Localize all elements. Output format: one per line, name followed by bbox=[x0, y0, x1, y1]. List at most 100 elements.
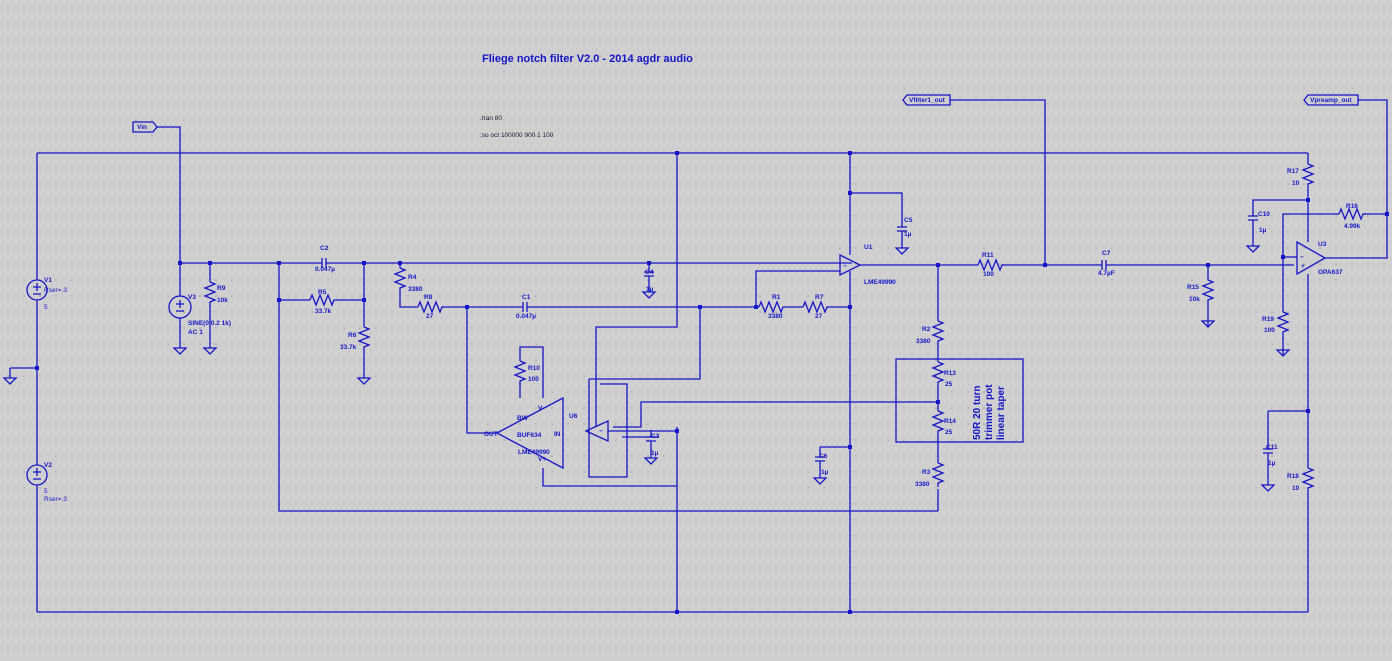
resistor-r15[interactable]: R15 10k bbox=[1187, 279, 1215, 304]
u3-ref: U3 bbox=[1318, 241, 1327, 248]
c4-ref: C4 bbox=[645, 269, 654, 276]
u1-value: LME49990 bbox=[864, 279, 896, 286]
resistor-r19[interactable]: R19 100 bbox=[1262, 311, 1290, 336]
r3-value: 3380 bbox=[915, 481, 930, 488]
trimmer-note-box[interactable]: 50R 20 turn trimmer pot linear taper bbox=[895, 358, 1024, 443]
resistor-r16[interactable]: R16 4.99k bbox=[1338, 203, 1365, 230]
tran-directive[interactable]: .tran 80 bbox=[480, 115, 502, 122]
buf-pin-out: OUT bbox=[484, 431, 498, 438]
buf-pin-in: IN bbox=[554, 431, 561, 438]
resistor-r1[interactable]: R1 3380 bbox=[758, 294, 785, 320]
u1-ref: U1 bbox=[864, 244, 873, 251]
c10-value: 1µ bbox=[1259, 227, 1267, 234]
c1-value: 0.047µ bbox=[516, 313, 536, 320]
opamp-u1[interactable]: − U1 LME49990 bbox=[839, 244, 896, 286]
c11-ref: C11 bbox=[1266, 444, 1278, 451]
capacitor-c5[interactable]: C5 1µ bbox=[897, 217, 913, 238]
c3-ref: C3 bbox=[651, 433, 660, 440]
resistor-r11[interactable]: R11 100 bbox=[977, 252, 1004, 278]
r8-value: 27 bbox=[426, 313, 434, 320]
r10-value: 100 bbox=[528, 376, 539, 383]
v3-sine: SINE(0 0.2 1k) bbox=[188, 320, 231, 327]
buffer-u5[interactable]: BW V- OUT IN V+ BUF634 LME49990 U6 bbox=[484, 396, 578, 470]
r2-ref: R2 bbox=[922, 326, 931, 333]
r4-ref: R4 bbox=[408, 274, 417, 281]
u6-value: LME49990 bbox=[518, 449, 550, 456]
resistor-r2[interactable]: R2 3380 bbox=[916, 320, 945, 345]
net-label-vin-text: Vin bbox=[137, 124, 147, 131]
resistor-r8[interactable]: R8 27 bbox=[417, 294, 444, 320]
r11-ref: R11 bbox=[982, 252, 994, 259]
net-label-vin[interactable]: Vin bbox=[132, 121, 158, 133]
net-label-vfilter-text: Vfilter1_out bbox=[909, 97, 946, 104]
resistor-r7[interactable]: R7 27 bbox=[802, 294, 829, 320]
u3-value: OPA637 bbox=[1318, 269, 1343, 276]
r15-value: 10k bbox=[1189, 296, 1200, 303]
resistor-r4[interactable]: R4 3380 bbox=[393, 267, 423, 296]
r15-ref: R15 bbox=[1187, 284, 1199, 291]
capacitor-c10[interactable]: C10 1µ bbox=[1248, 211, 1270, 234]
r1-ref: R1 bbox=[772, 294, 781, 301]
v2-param: Rser=.3 bbox=[44, 496, 67, 503]
capacitor-c6[interactable]: C6 1µ bbox=[815, 453, 829, 476]
note-line-3: linear taper bbox=[996, 386, 1007, 440]
capacitor-c7[interactable]: C7 4.7µF bbox=[1098, 250, 1115, 277]
c3-value: 1µ bbox=[651, 450, 659, 457]
capacitor-c3[interactable]: C3 1µ bbox=[646, 433, 660, 457]
capacitor-c11[interactable]: C11 1µ bbox=[1263, 444, 1278, 467]
schematic-title: Fliege notch filter V2.0 - 2014 agdr aud… bbox=[482, 53, 693, 65]
net-label-vfilter1-out[interactable]: Vfilter1_out bbox=[902, 94, 951, 106]
buf-pin-bw: BW bbox=[517, 415, 529, 422]
r16-ref: R16 bbox=[1346, 203, 1358, 210]
c4-value: 1µ bbox=[646, 286, 654, 293]
u6-minus-pin: − bbox=[599, 428, 603, 435]
r3-ref: R3 bbox=[922, 469, 931, 476]
noise-directive[interactable]: ;so oct 100000 900 1 100 bbox=[480, 132, 554, 139]
opamp-u6[interactable]: − bbox=[584, 419, 609, 443]
capacitor-c1[interactable]: C1 0.047µ bbox=[516, 294, 536, 320]
capacitor-c2[interactable]: C2 0.047µ bbox=[315, 245, 335, 273]
u6-ref: U6 bbox=[569, 413, 578, 420]
resistor-r9[interactable]: R9 10k bbox=[203, 281, 228, 306]
resistor-r5[interactable]: R5 33.7k bbox=[309, 289, 338, 315]
c10-ref: C10 bbox=[1258, 211, 1270, 218]
note-line-1: 50R 20 turn bbox=[972, 386, 983, 440]
r5-ref: R5 bbox=[318, 289, 327, 296]
r2-value: 3380 bbox=[916, 338, 931, 345]
capacitor-c4[interactable]: C4 1µ bbox=[644, 268, 654, 293]
v3-ac: AC 1 bbox=[188, 329, 203, 336]
net-label-vpreamp-out[interactable]: Vpreamp_out bbox=[1303, 94, 1359, 106]
resistor-r6[interactable]: R6 33.7k bbox=[340, 326, 371, 351]
r6-value: 33.7k bbox=[340, 344, 357, 351]
c2-value: 0.047µ bbox=[315, 266, 335, 273]
buf-pin-vpos: V+ bbox=[538, 456, 546, 463]
buf-pin-vneg: V- bbox=[538, 405, 544, 412]
voltage-source-v3[interactable]: V3 SINE(0 0.2 1k) AC 1 bbox=[168, 294, 231, 336]
resistor-r18[interactable]: R18 10 bbox=[1287, 467, 1315, 492]
ground-symbols bbox=[2, 245, 1291, 492]
v1-ref: V1 bbox=[44, 277, 52, 284]
v3-ref: V3 bbox=[188, 294, 196, 301]
voltage-source-v2[interactable]: V2 5 Rser=.3 bbox=[26, 462, 67, 503]
r9-ref: R9 bbox=[217, 285, 226, 292]
r13-value: 25 bbox=[945, 381, 953, 388]
r9-value: 10k bbox=[217, 297, 228, 304]
c5-value: 1µ bbox=[904, 231, 912, 238]
r17-value: 10 bbox=[1292, 180, 1300, 187]
resistor-r3[interactable]: R3 3380 bbox=[915, 462, 945, 488]
r6-ref: R6 bbox=[348, 332, 357, 339]
r16-value: 4.99k bbox=[1344, 223, 1361, 230]
v1-param: Rser=.3 bbox=[44, 287, 67, 294]
r17-ref: R17 bbox=[1287, 168, 1299, 175]
resistor-r10[interactable]: R10 100 bbox=[513, 360, 540, 385]
wires bbox=[9, 99, 1388, 613]
resistor-r17[interactable]: R17 10 bbox=[1287, 163, 1315, 188]
u3-minus-pin: − bbox=[1300, 254, 1304, 261]
r14-ref: R14 bbox=[944, 418, 956, 425]
opamp-u3[interactable]: − + U3 OPA637 bbox=[1296, 240, 1343, 276]
resistor-r13[interactable]: R13 25 bbox=[931, 361, 956, 388]
resistor-r14[interactable]: R14 25 bbox=[931, 410, 956, 437]
c7-value: 4.7µF bbox=[1098, 270, 1115, 277]
voltage-source-v1[interactable]: V1 Rser=.3 5 bbox=[26, 277, 67, 311]
